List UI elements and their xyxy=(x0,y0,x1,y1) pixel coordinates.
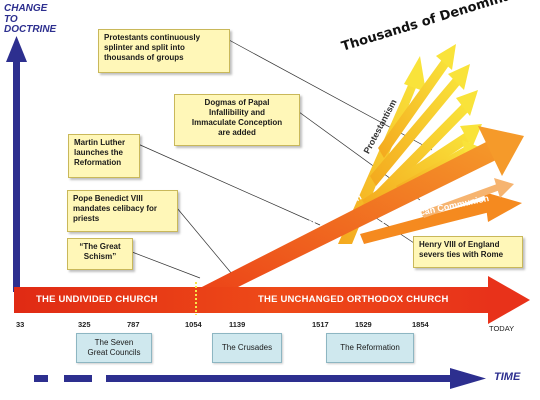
era-reformation: The Reformation xyxy=(326,333,414,363)
undivided-church-label: THE UNDIVIDED CHURCH xyxy=(36,294,158,305)
time-axis-arrow xyxy=(34,368,486,389)
year-787: 787 xyxy=(127,320,140,329)
era-crusades: The Crusades xyxy=(212,333,282,363)
year-1139: 1139 xyxy=(229,320,246,329)
time-axis-label: TIME xyxy=(494,371,521,383)
era-seven-councils: The Seven Great Councils xyxy=(76,333,152,363)
roman-catholic-branch xyxy=(196,126,524,290)
note-papal-dogmas: Dogmas of Papal Infallibility and Immacu… xyxy=(174,94,300,146)
year-1517: 1517 xyxy=(312,320,329,329)
note-henry-viii: Henry VIII of England severs ties with R… xyxy=(413,236,523,268)
orthodox-main-band xyxy=(14,276,530,324)
year-today: TODAY xyxy=(489,324,515,333)
year-325: 325 xyxy=(78,320,91,329)
note-martin-luther: Martin Luther launches the Reformation xyxy=(68,134,140,178)
orthodox-church-label: THE UNCHANGED ORTHODOX CHURCH xyxy=(258,294,449,305)
anglican-branch xyxy=(360,178,522,244)
doctrine-axis-arrow xyxy=(6,36,27,292)
note-protestant-splinter: Protestants continuously splinter and sp… xyxy=(98,29,230,73)
note-pope-benedict: Pope Benedict VIII mandates celibacy for… xyxy=(67,190,178,232)
protestantism-branch xyxy=(338,44,482,244)
year-1054: 1054 xyxy=(185,320,202,329)
year-33: 33 xyxy=(16,320,25,329)
doctrine-axis-label: CHANGE TO DOCTRINE xyxy=(4,3,57,35)
year-1529: 1529 xyxy=(355,320,372,329)
year-1854: 1854 xyxy=(412,320,429,329)
note-great-schism: “The Great Schism” xyxy=(67,238,133,270)
